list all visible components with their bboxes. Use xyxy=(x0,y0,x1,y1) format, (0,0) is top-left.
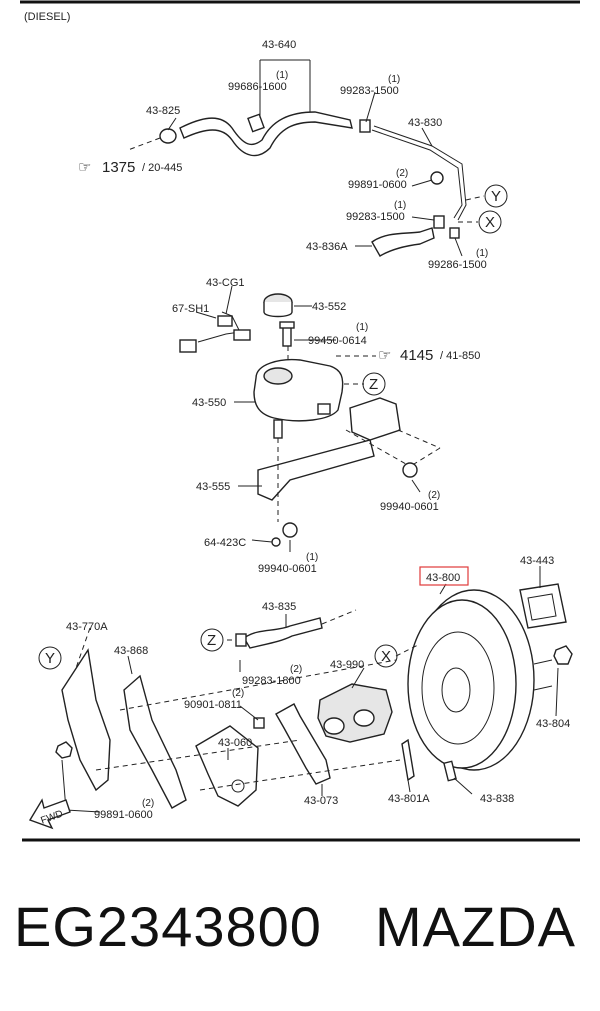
brand-name: MAZDA xyxy=(375,895,576,958)
label-43-836A: 43-836A xyxy=(306,241,348,253)
grommet-64-423C[interactable] xyxy=(271,537,281,547)
label-43-060: 43-060 xyxy=(218,737,252,749)
label-43-838: 43-838 xyxy=(480,793,514,805)
qty-90901-0811: (2) xyxy=(232,688,244,699)
clamp-99283-1500-mid[interactable] xyxy=(433,215,445,229)
power-brake-unit-43-800[interactable] xyxy=(407,589,553,771)
bolt-99450-0614[interactable] xyxy=(282,325,292,347)
label-43-552: 43-552 xyxy=(312,301,346,313)
vacuum-hose-group: 43-640 (1) 99686-1600 (1) 99283-1500 43-… xyxy=(78,39,508,271)
label-64-423C: 64-423C xyxy=(204,537,246,549)
label-43-640: 43-640 xyxy=(262,39,296,51)
qty-99283-1500b: (1) xyxy=(394,200,406,211)
part-number: EG2343800 xyxy=(14,895,322,958)
qty-99283-1500a: (1) xyxy=(388,74,400,85)
qty-99286-1500: (1) xyxy=(476,248,488,259)
pin-43-838[interactable] xyxy=(443,760,457,782)
qty-99940-0601b: (1) xyxy=(306,552,318,563)
label-99686-1600: 99686-1600 xyxy=(228,81,287,93)
ref-1375[interactable]: 1375 xyxy=(102,159,135,176)
nut-43-804[interactable] xyxy=(553,645,573,665)
forward-arrow-icon: FWD xyxy=(28,798,71,830)
qty-99891-0600b: (2) xyxy=(142,798,154,809)
label-43-868: 43-868 xyxy=(114,645,148,657)
booster-group: FWD 43-443 43-800 43-770A 43-835 Z Y X 4… xyxy=(28,555,573,830)
label-43-073: 43-073 xyxy=(304,795,338,807)
nut-99891-0600-bottom[interactable] xyxy=(55,741,73,759)
reservoir-group: 43-CG1 67-SH1 43-552 (1) 99450-0614 ☞ 41… xyxy=(172,277,480,575)
clamp-99283-1800[interactable] xyxy=(235,633,247,647)
circle-z-mid-letter: Z xyxy=(369,376,378,393)
push-rod-43-073[interactable] xyxy=(275,703,331,785)
label-43-550: 43-550 xyxy=(192,397,226,409)
bracket-43-555[interactable] xyxy=(257,439,375,501)
label-67-SH1: 67-SH1 xyxy=(172,303,209,315)
ref-1375-page: / 20-445 xyxy=(142,162,182,174)
ref-arrow-icon-1375: ☞ xyxy=(78,159,91,176)
label-99891-0600b: 99891-0600 xyxy=(94,809,153,821)
vacuum-hose-43-830[interactable] xyxy=(371,129,463,219)
label-43-835: 43-835 xyxy=(262,601,296,613)
ref-arrow-icon-4145: ☞ xyxy=(378,347,391,364)
qty-99450-0614: (1) xyxy=(356,322,368,333)
label-99283-1500a: 99283-1500 xyxy=(340,85,399,97)
label-43-804: 43-804 xyxy=(536,718,570,730)
label-43-555: 43-555 xyxy=(196,481,230,493)
label-43-825: 43-825 xyxy=(146,105,180,117)
circle-z-mid xyxy=(362,372,386,396)
label-99450-0614: 99450-0614 xyxy=(308,335,367,347)
nut-99940-0601-bottom[interactable] xyxy=(282,522,298,538)
label-43-770A: 43-770A xyxy=(66,621,108,633)
label-99286-1500: 99286-1500 xyxy=(428,259,487,271)
check-valve-43-825[interactable] xyxy=(159,128,177,144)
pedal-bracket-43-060[interactable] xyxy=(195,725,259,807)
qty-99891-0600a: (2) xyxy=(396,168,408,179)
vacuum-hose-43-836A[interactable] xyxy=(371,227,435,257)
label-90901-0811: 90901-0811 xyxy=(184,699,242,711)
clip-99286-1500[interactable] xyxy=(449,227,460,239)
label-43-990: 43-990 xyxy=(330,659,364,671)
label-43-830: 43-830 xyxy=(408,117,442,129)
circle-z-bottom-letter: Z xyxy=(207,632,216,649)
footer: EG2343800 MAZDA xyxy=(0,894,600,974)
circle-y-bottom xyxy=(38,646,62,670)
label-99283-1800: 99283-1800 xyxy=(242,675,301,687)
qty-99283-1800: (2) xyxy=(290,664,302,675)
vacuum-hose-43-640[interactable] xyxy=(179,111,353,157)
label-99283-1500b: 99283-1500 xyxy=(346,211,405,223)
ref-4145-page: / 41-850 xyxy=(440,350,480,362)
qty-99940-0601a: (2) xyxy=(428,490,440,501)
label-43-443: 43-443 xyxy=(520,555,554,567)
vacuum-hose-43-835[interactable] xyxy=(243,617,323,649)
bracket-43-770A[interactable] xyxy=(61,648,111,792)
circle-y-top xyxy=(484,184,508,208)
label-99940-0601a: 99940-0601 xyxy=(380,501,439,513)
ref-4145[interactable]: 4145 xyxy=(400,347,433,364)
variant-label: (DIESEL) xyxy=(24,11,70,23)
nut-99940-0601-right[interactable] xyxy=(402,462,418,478)
circle-y-bottom-letter: Y xyxy=(45,650,55,667)
label-99891-0600a: 99891-0600 xyxy=(348,179,407,191)
circle-z-bottom xyxy=(200,628,224,652)
label-43-CG1: 43-CG1 xyxy=(206,277,245,289)
circle-x-bottom-letter: X xyxy=(381,648,391,665)
clamp-99686-1600[interactable] xyxy=(247,113,265,133)
highlight-box-43-800 xyxy=(419,566,469,586)
bracket-43-868[interactable] xyxy=(123,674,187,809)
spacer-43-801A[interactable] xyxy=(401,738,415,782)
clamp-99283-1500-top[interactable] xyxy=(359,119,371,133)
circle-x-bottom xyxy=(374,644,398,668)
circle-y-top-letter: Y xyxy=(491,188,501,205)
circle-x-top xyxy=(478,210,502,234)
nut-99891-0600-top[interactable] xyxy=(430,171,444,185)
qty-99686-1600: (1) xyxy=(276,70,288,81)
nut-90901-0811[interactable] xyxy=(253,717,265,729)
label-99940-0601b: 99940-0601 xyxy=(258,563,317,575)
label-43-801A: 43-801A xyxy=(388,793,430,805)
connector-67-SH1[interactable] xyxy=(179,339,197,353)
circle-x-top-letter: X xyxy=(485,214,495,231)
label-43-800[interactable]: 43-800 xyxy=(426,572,460,584)
gasket-43-443[interactable] xyxy=(519,583,567,629)
